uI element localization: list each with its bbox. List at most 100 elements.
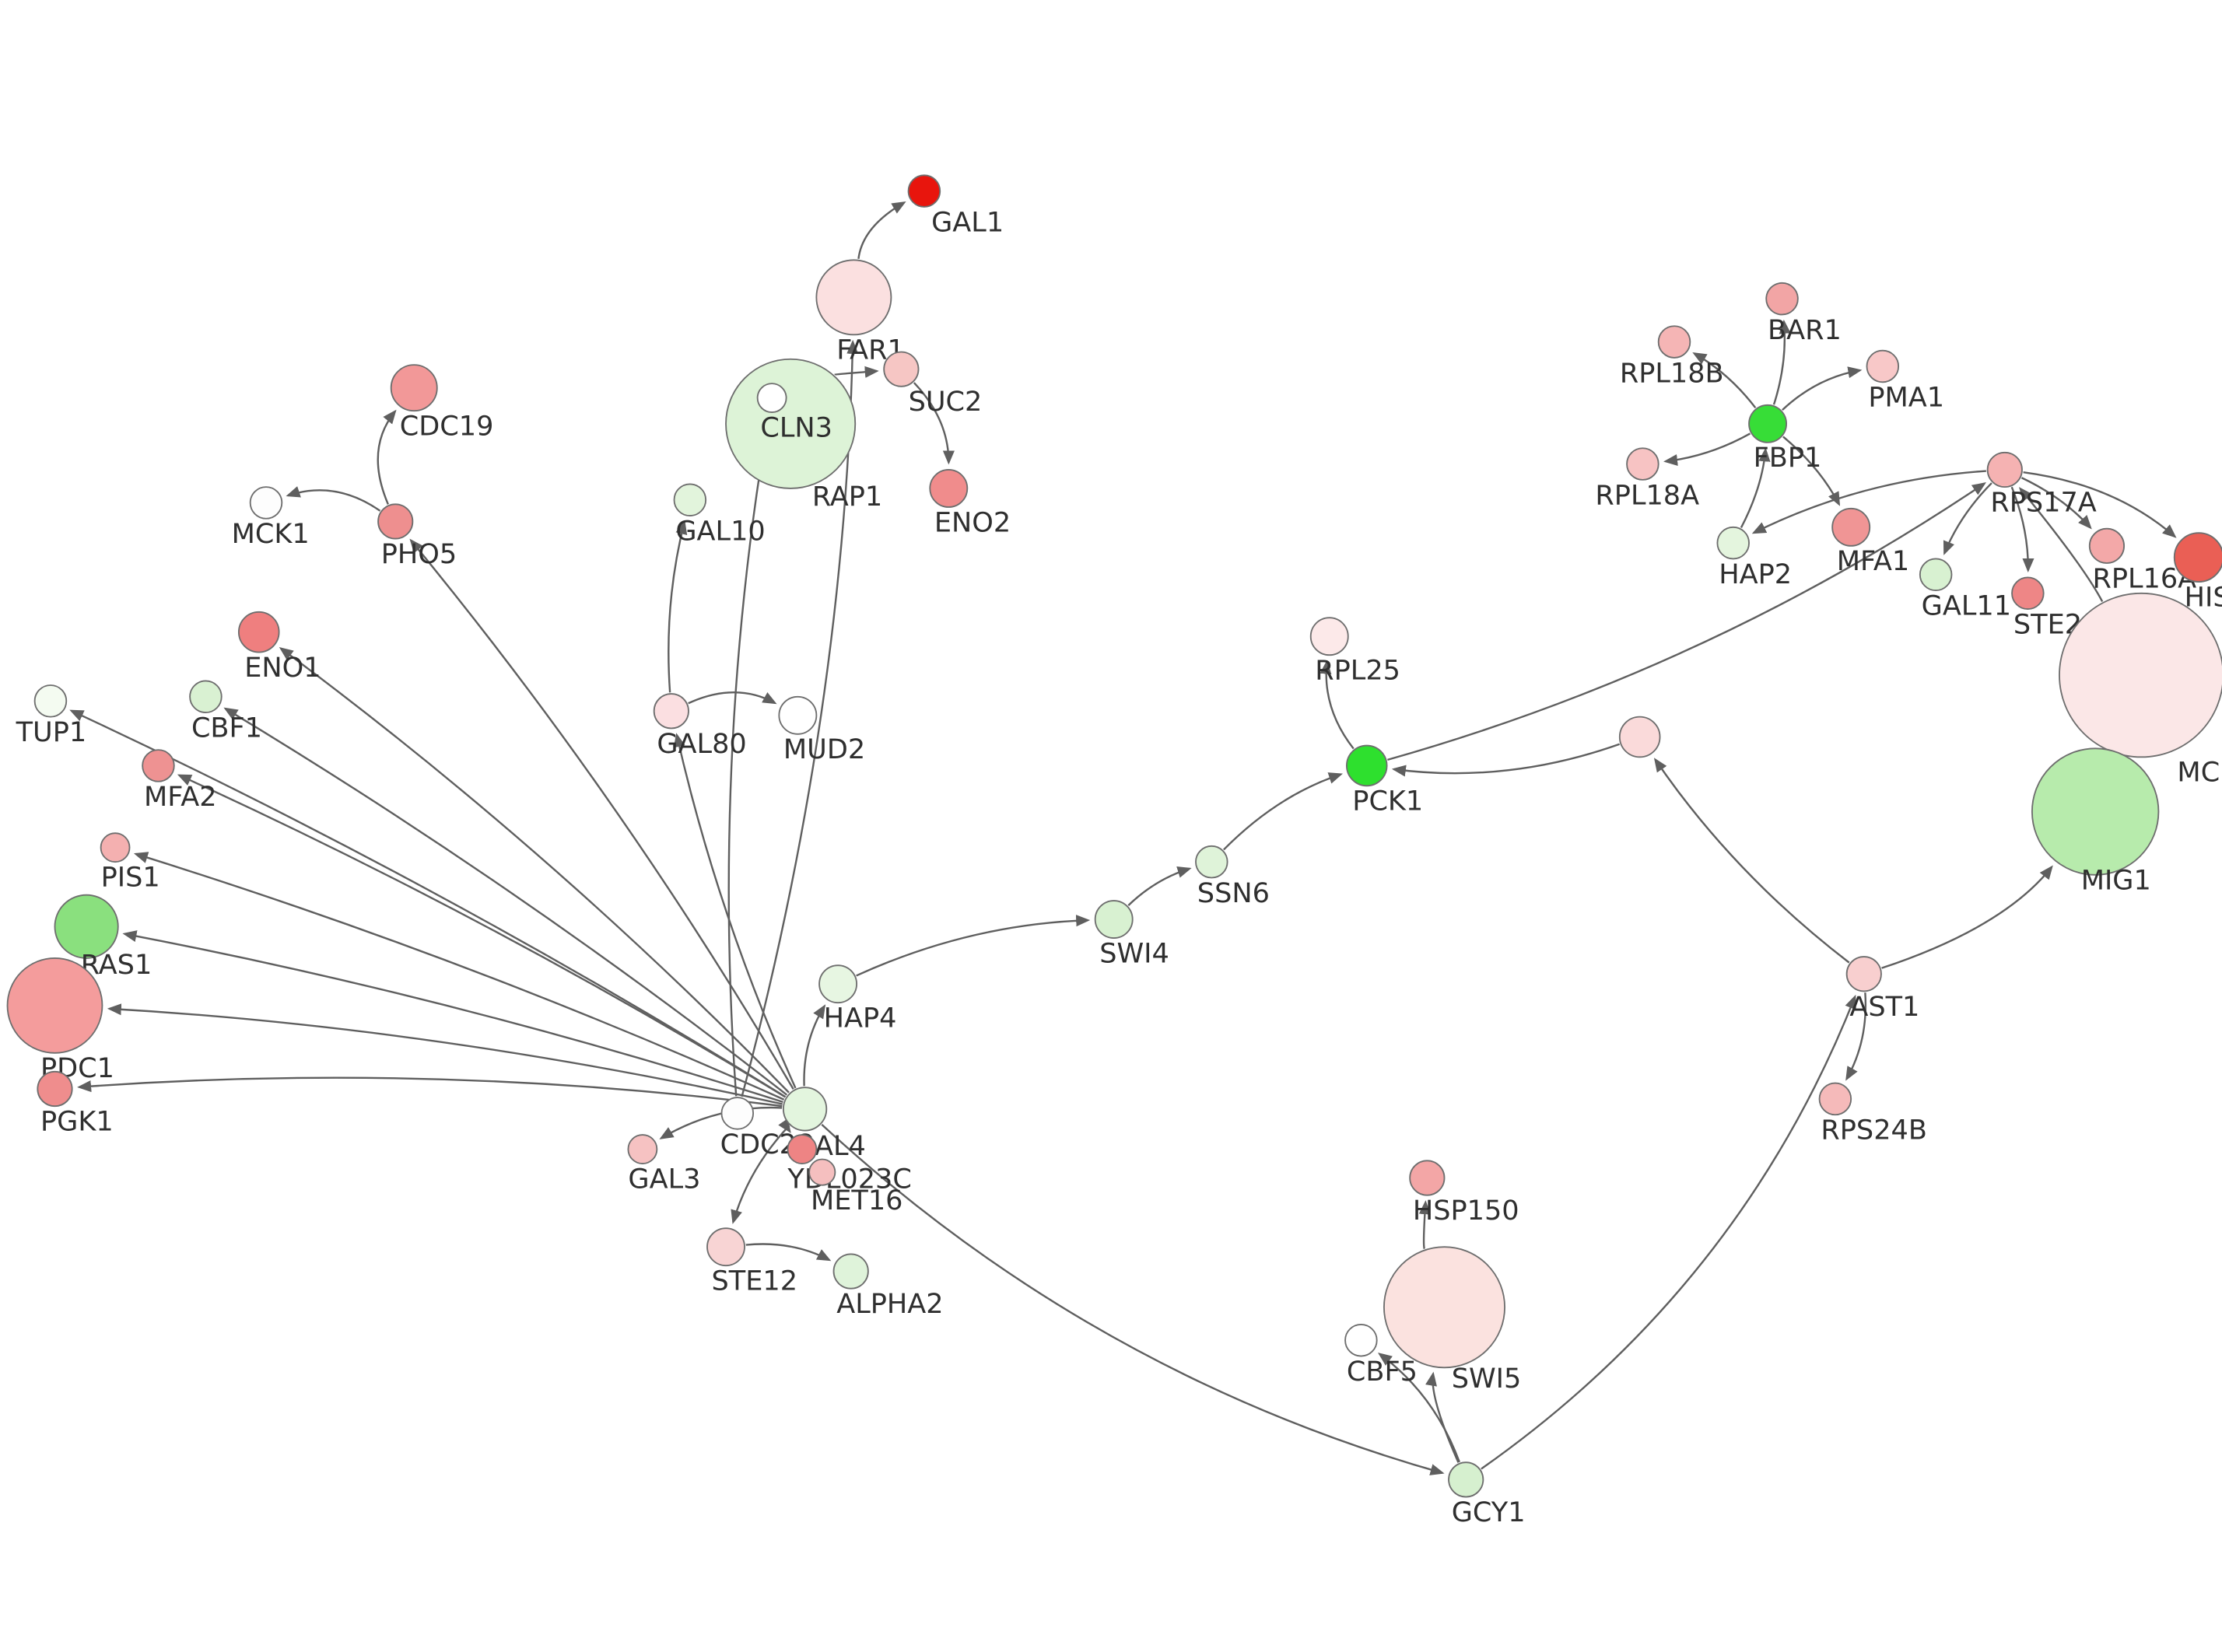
node-circle-GAL11[interactable] [1919,558,1953,592]
node-circle-GAL10[interactable] [673,483,707,516]
node-circle-STE12[interactable] [706,1227,745,1267]
node-circle-CLN3[interactable] [756,383,787,413]
graph-node-AST1[interactable]: AST1 [1845,956,1920,1023]
graph-node-RPS17A[interactable]: RPS17A [1986,451,2097,519]
node-circle-AST1[interactable] [1845,956,1882,992]
graph-node-CBF1[interactable]: CBF1 [189,680,262,744]
graph-node-GAL1[interactable]: GAL1 [907,174,1004,238]
node-circle-RPS24B[interactable] [1818,1082,1852,1116]
graph-node-RPS24B[interactable]: RPS24B [1818,1082,1927,1146]
node-circle-GAL3[interactable] [627,1134,658,1164]
node-circle-PHO5[interactable] [377,503,414,540]
graph-node-RPL25[interactable]: RPL25 [1309,617,1400,687]
node-circle-FAR1[interactable] [815,259,892,336]
node-circle-PDC1[interactable] [6,957,103,1054]
graph-node-SWI4[interactable]: SWI4 [1094,900,1169,969]
node-circle-CDC19[interactable] [390,364,438,412]
graph-node-RPL16A[interactable]: RPL16A [2088,527,2196,595]
node-circle-MET16[interactable] [808,1158,836,1186]
node-circle-GAL1[interactable] [907,174,941,208]
node-circle-GCY1[interactable] [1448,1461,1484,1498]
node-circle-RPS17A[interactable] [1986,451,2023,488]
node-circle-SWI4[interactable] [1094,900,1134,939]
graph-node-CBF5[interactable]: CBF5 [1344,1323,1418,1388]
graph-node-MIG1[interactable]: MIG1 [2031,747,2160,896]
graph-node-RPL18B[interactable]: RPL18B [1620,325,1724,389]
node-circle-RPL25[interactable] [1309,617,1349,656]
node-circle-MFA2[interactable] [142,749,175,782]
graph-node-PIS1[interactable]: PIS1 [100,832,160,894]
node-circle-CBF5[interactable] [1344,1323,1378,1357]
node-circle-YDL023C[interactable] [787,1134,818,1164]
graph-node-HSP150[interactable]: HSP150 [1409,1160,1519,1227]
node-circle-ENO1[interactable] [237,611,280,653]
graph-node-NODE1[interactable] [1618,716,1661,758]
node-circle-MIG1[interactable] [2031,747,2160,876]
node-circle-RPL16A[interactable] [2088,527,2126,564]
graph-node-RAP1[interactable]: RAP1 [725,358,882,513]
node-circle-CBF1[interactable] [189,680,223,714]
node-circle-MFA1[interactable] [1831,507,1871,547]
graph-node-FAR1[interactable]: FAR1 [815,259,905,366]
node-circle-PMA1[interactable] [1866,349,1900,383]
node-circle-MCK1[interactable] [249,486,283,520]
graph-node-GCY1[interactable]: GCY1 [1448,1461,1526,1528]
node-circle-TUP1[interactable] [33,684,68,718]
node-circle-PGK1[interactable] [37,1070,73,1108]
graph-node-STE2[interactable]: STE2 [2011,576,2082,641]
graph-node-ENO2[interactable]: ENO2 [929,469,1011,538]
node-circle-FBP1[interactable] [1748,404,1787,443]
graph-node-PMA1[interactable]: PMA1 [1866,349,1944,414]
node-circle-HIS4[interactable] [2173,532,2222,583]
graph-node-RAS1[interactable]: RAS1 [54,894,152,982]
node-circle-BAR1[interactable] [1765,282,1799,316]
node-circle-ENO2[interactable] [929,469,969,508]
graph-node-RPL18A[interactable]: RPL18A [1595,447,1699,511]
graph-node-SUC2[interactable]: SUC2 [883,351,982,418]
node-circle-RAS1[interactable] [54,894,119,959]
graph-node-CDC19[interactable]: CDC19 [390,364,494,443]
node-circle-SSN6[interactable] [1195,845,1228,879]
graph-node-GAL3[interactable]: GAL3 [627,1134,700,1195]
node-circle-GAL4[interactable] [782,1087,828,1132]
graph-node-FBP1[interactable]: FBP1 [1748,404,1821,474]
graph-node-BAR1[interactable]: BAR1 [1765,282,1842,346]
graph-node-HAP2[interactable]: HAP2 [1716,526,1792,590]
graph-node-YDL023C[interactable]: YDL023C [787,1134,912,1195]
graph-node-HIS4[interactable]: HIS4 [2173,532,2222,613]
node-circle-MUD2[interactable] [778,695,818,735]
graph-node-MCK1[interactable]: MCK1 [232,486,310,550]
node-circle-RAP1[interactable] [725,358,857,489]
graph-node-CLN3[interactable]: CLN3 [756,383,832,443]
graph-node-PCK1[interactable]: PCK1 [1345,744,1423,817]
node-circle-SUC2[interactable] [883,351,920,387]
graph-node-GAL10[interactable]: GAL10 [673,483,766,547]
node-circle-HAP2[interactable] [1716,526,1750,560]
graph-node-ENO1[interactable]: ENO1 [237,611,321,684]
graph-node-SSN6[interactable]: SSN6 [1195,845,1270,909]
graph-node-GAL11[interactable]: GAL11 [1919,558,2011,621]
graph-node-MET16[interactable]: MET16 [808,1158,902,1216]
graph-node-MCM1[interactable]: MCM1 [2059,592,2222,789]
graph-node-ALPHA2[interactable]: ALPHA2 [832,1253,944,1320]
node-circle-STE2[interactable] [2011,576,2045,611]
node-circle-CDC28[interactable] [720,1097,755,1130]
graph-node-HAP4[interactable]: HAP4 [818,964,896,1034]
node-circle-GAL80[interactable] [653,693,689,730]
graph-node-TUP1[interactable]: TUP1 [16,684,87,748]
node-circle-ALPHA2[interactable] [832,1253,869,1290]
graph-node-PHO5[interactable]: PHO5 [377,503,457,570]
graph-node-PGK1[interactable]: PGK1 [37,1070,114,1138]
node-circle-PCK1[interactable] [1345,744,1388,787]
node-circle-MCM1[interactable] [2059,592,2222,758]
node-circle-HSP150[interactable] [1409,1160,1446,1196]
node-circle-RPL18A[interactable] [1626,447,1659,481]
graph-node-STE12[interactable]: STE12 [706,1227,797,1297]
node-circle-PIS1[interactable] [100,832,131,863]
graph-node-MUD2[interactable]: MUD2 [778,695,865,765]
node-circle-NODE1[interactable] [1618,716,1661,758]
graph-node-SWI5[interactable]: SWI5 [1383,1246,1521,1395]
node-circle-SWI5[interactable] [1383,1246,1505,1369]
node-circle-HAP4[interactable] [818,964,858,1004]
graph-node-MFA1[interactable]: MFA1 [1831,507,1909,577]
